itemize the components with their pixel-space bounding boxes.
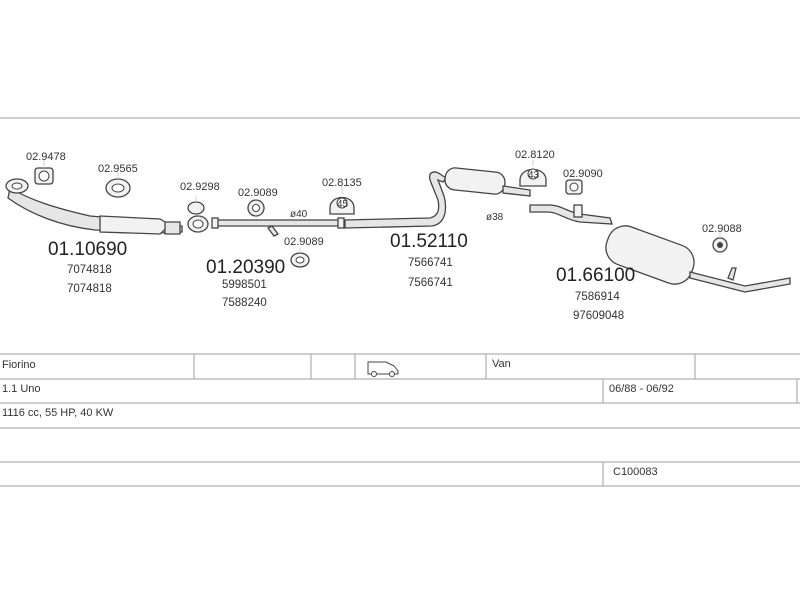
oem-number-mid-2: 7588240 [222, 297, 267, 309]
part-label-hanger-a: 02.8135 [322, 177, 362, 189]
body-type: Van [492, 358, 511, 370]
clamp-icon-d [290, 252, 310, 268]
oem-number-rear-2: 97609048 [573, 310, 624, 322]
clamp-icon-c [247, 199, 265, 217]
oem-number-mid-1: 5998501 [222, 279, 267, 291]
hanger-a-number: 45 [337, 199, 349, 210]
vehicle-model: Fiorino [2, 359, 36, 371]
hanger-b-number: 43 [528, 170, 540, 181]
diameter-label-40: ø40 [290, 209, 308, 220]
part-number-center-muffler: 01.52110 [390, 231, 468, 252]
hanger-icon-b: 43 [519, 168, 547, 187]
rubber-mount-icon-f [712, 237, 728, 253]
hanger-icon-a: 45 [329, 196, 355, 215]
diameter-label-38: ø38 [486, 212, 504, 223]
oem-number-center-2: 7566741 [408, 277, 453, 289]
part-number-front-pipe: 01.10690 [48, 239, 127, 260]
part-number-mid-pipe: 01.20390 [206, 257, 285, 278]
oem-number-center-1: 7566741 [408, 257, 453, 269]
part-number-rear-muffler: 01.66100 [556, 265, 635, 286]
oem-number-rear-1: 7586914 [575, 291, 620, 303]
center-muffler-drawing [344, 167, 531, 229]
front-pipe-drawing [5, 178, 183, 235]
clamp-icon-e [565, 179, 583, 195]
front-flange-icon [5, 178, 29, 194]
rear-muffler-drawing [529, 204, 791, 293]
oem-number-front-1: 7074818 [67, 264, 112, 276]
gasket-icon-a [187, 201, 209, 233]
part-label-clamp-e: 02.9090 [563, 168, 603, 180]
part-label-clamp-c: 02.9089 [238, 187, 278, 199]
part-label-hanger-b: 02.8120 [515, 149, 555, 161]
part-label-rubber-f: 02.9088 [702, 223, 742, 235]
part-label-clamp-b: 02.9565 [98, 163, 138, 175]
clamp-icon-a [34, 167, 54, 185]
vehicle-info-table [0, 353, 800, 487]
part-label-clamp-a: 02.9478 [26, 151, 66, 163]
van-icon [367, 361, 399, 377]
clamp-icon-b [105, 178, 131, 198]
part-label-clamp-d: 02.9089 [284, 236, 324, 248]
part-label-gasket-a: 02.9298 [180, 181, 220, 193]
oem-number-front-2: 7074818 [67, 283, 112, 295]
mid-pipe-drawing [211, 217, 345, 237]
system-code: C100083 [613, 466, 658, 478]
production-years: 06/88 - 06/92 [609, 383, 674, 395]
engine-variant: 1.1 Uno [2, 383, 41, 395]
engine-spec: 1116 cc, 55 HP, 40 KW [2, 407, 114, 419]
